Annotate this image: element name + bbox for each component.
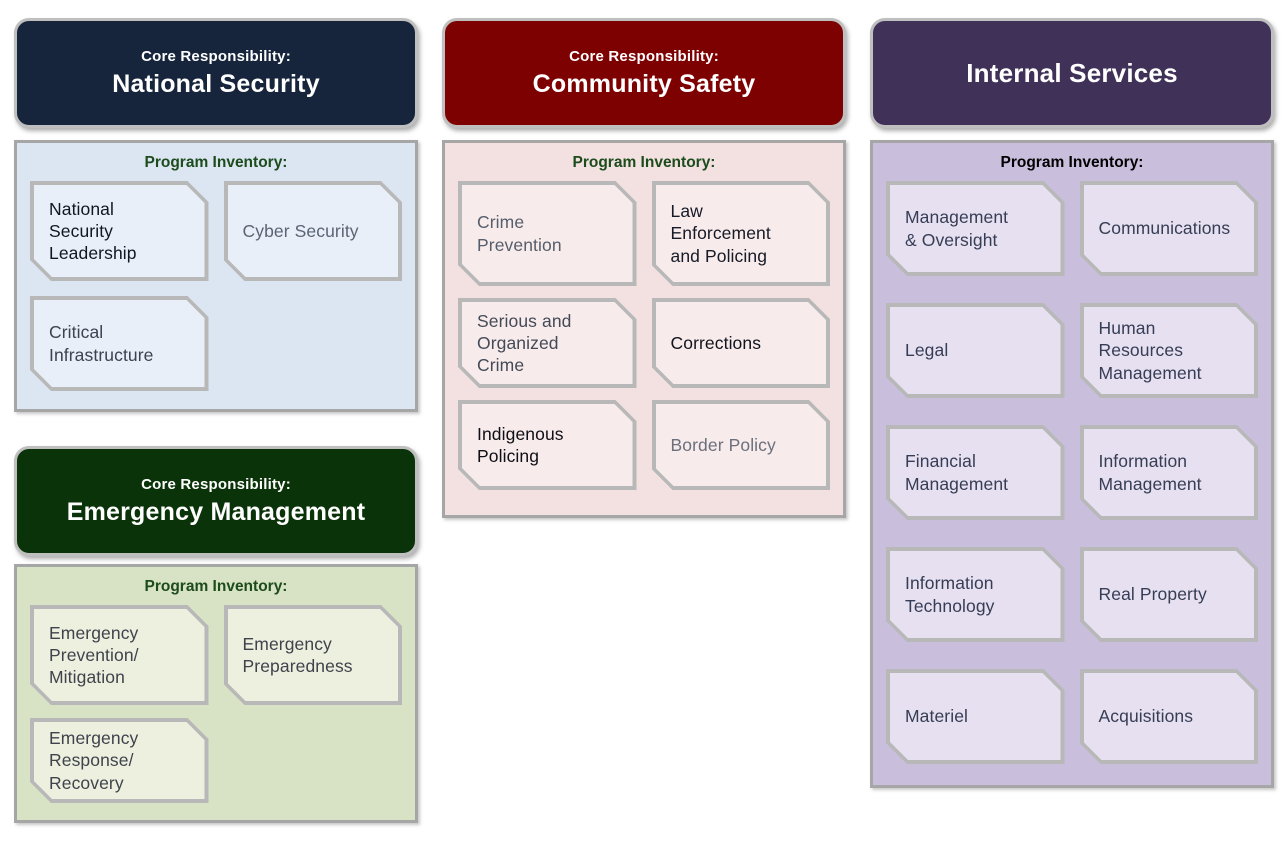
program-item-label: Border Policy <box>670 434 776 455</box>
header-title-national-security: National Security <box>112 69 320 98</box>
program-item-corrections: Corrections <box>652 298 831 388</box>
program-inventory-national-security: Program Inventory: National Security Lea… <box>14 140 418 412</box>
program-item-label: Financial Management <box>905 451 1009 494</box>
program-item-communications: Communications <box>1080 181 1259 276</box>
program-item-label: Corrections <box>670 332 762 353</box>
program-item-label: Law Enforcement and Policing <box>670 201 771 266</box>
program-item-legal: Legal <box>886 303 1065 398</box>
program-item-label: Emergency Response/ Recovery <box>49 728 139 793</box>
program-item-serious-and-organized-crime: Serious and Organized Crime <box>458 298 637 388</box>
program-inventory-label: Program Inventory: <box>1000 154 1144 171</box>
program-item-label: Real Property <box>1098 584 1207 605</box>
header-internal-services: Internal Services <box>870 18 1274 128</box>
program-item-label: Serious and Organized Crime <box>477 310 572 376</box>
program-item-management-oversight: Management & Oversight <box>886 181 1065 276</box>
program-item-label: Acquisitions <box>1098 706 1194 727</box>
program-item-grid: Crime Prevention Law Enforcement and Pol… <box>445 181 843 490</box>
program-item-national-security-leadership: National Security Leadership <box>30 181 209 281</box>
program-inventory-internal-services: Program Inventory: Management & Oversigh… <box>870 140 1274 788</box>
program-item-label: Information Management <box>1098 451 1202 494</box>
program-inventory-label: Program Inventory: <box>572 154 716 171</box>
program-item-acquisitions: Acquisitions <box>1080 669 1259 764</box>
program-item-law-enforcement-and-policing: Law Enforcement and Policing <box>652 181 831 286</box>
program-item-emergency-preparedness: Emergency Preparedness <box>224 605 403 705</box>
program-item-financial-management: Financial Management <box>886 425 1065 520</box>
column-community-safety: Core Responsibility: Community Safety Pr… <box>442 18 846 851</box>
core-responsibility-header-national-security: Core Responsibility: National Security <box>14 18 418 128</box>
header-title-internal-services: Internal Services <box>966 57 1178 88</box>
program-inventory-community-safety: Program Inventory: Crime Prevention Law … <box>442 140 846 518</box>
program-inventory-label: Program Inventory: <box>144 154 288 171</box>
core-responsibility-eyebrow: Core Responsibility: <box>141 47 291 65</box>
program-item-critical-infrastructure: Critical Infrastructure <box>30 296 209 391</box>
program-item-crime-prevention: Crime Prevention <box>458 181 637 286</box>
core-responsibility-eyebrow: Core Responsibility: <box>141 475 291 493</box>
program-item-emergency-response-recovery: Emergency Response/ Recovery <box>30 718 209 803</box>
column-internal-services: Internal Services Program Inventory: Man… <box>870 18 1274 851</box>
program-item-real-property: Real Property <box>1080 547 1259 642</box>
program-item-emergency-prevention-mitigation: Emergency Prevention/ Mitigation <box>30 605 209 705</box>
program-item-label: Cyber Security <box>242 220 359 241</box>
program-item-label: Human Resources Management <box>1098 318 1202 383</box>
header-title-community-safety: Community Safety <box>532 69 756 98</box>
program-item-label: Crime Prevention <box>477 212 562 255</box>
program-item-label: Indigenous Policing <box>477 423 564 466</box>
program-item-information-management: Information Management <box>1080 425 1259 520</box>
program-item-border-policy: Border Policy <box>652 400 831 490</box>
program-item-label: Materiel <box>905 706 969 727</box>
program-item-grid: Emergency Prevention/ Mitigation Emergen… <box>17 605 415 803</box>
program-item-indigenous-policing: Indigenous Policing <box>458 400 637 490</box>
program-item-label: Emergency Prevention/ Mitigation <box>49 622 139 688</box>
core-responsibility-header-community-safety: Core Responsibility: Community Safety <box>442 18 846 128</box>
core-responsibility-header-emergency-management: Core Responsibility: Emergency Managemen… <box>14 446 418 556</box>
program-item-grid: National Security Leadership Cyber Secur… <box>17 181 415 391</box>
header-title-emergency-management: Emergency Management <box>66 497 366 526</box>
program-item-information-technology: Information Technology <box>886 547 1065 642</box>
program-item-label: National Security Leadership <box>49 198 137 264</box>
program-item-grid: Management & Oversight Communications Le… <box>873 181 1271 764</box>
program-item-label: Management & Oversight <box>905 207 1009 250</box>
program-item-label: Communications <box>1098 218 1231 239</box>
core-responsibility-eyebrow: Core Responsibility: <box>569 47 719 65</box>
program-item-label: Critical Infrastructure <box>49 322 154 365</box>
program-item-label: Information Technology <box>905 573 995 616</box>
program-item-label: Legal <box>905 340 949 361</box>
program-item-human-resources-management: Human Resources Management <box>1080 303 1259 398</box>
program-item-cyber-security: Cyber Security <box>224 181 403 281</box>
program-inventory-emergency-management: Program Inventory: Emergency Prevention/… <box>14 564 418 823</box>
program-item-label: Emergency Preparedness <box>242 633 353 676</box>
program-inventory-label: Program Inventory: <box>144 578 288 595</box>
program-item-materiel: Materiel <box>886 669 1065 764</box>
column-national-security-emergency: Core Responsibility: National Security P… <box>14 18 418 851</box>
